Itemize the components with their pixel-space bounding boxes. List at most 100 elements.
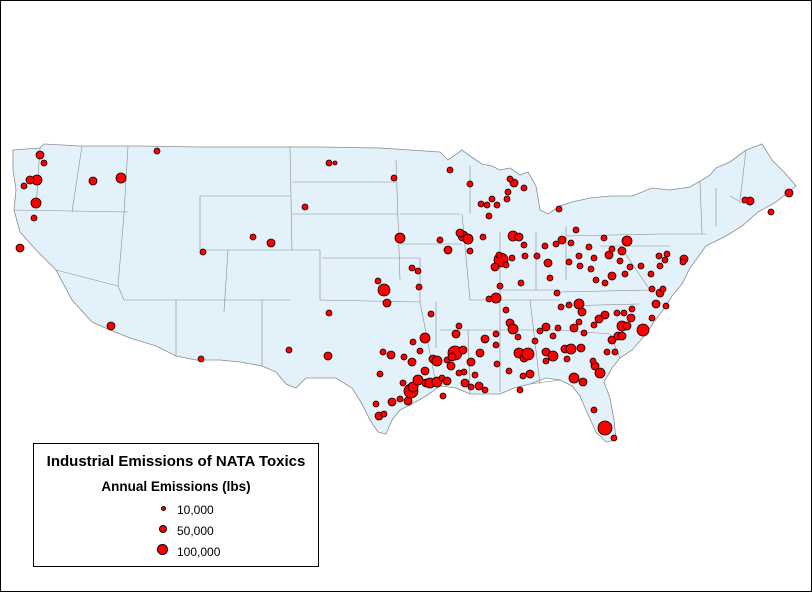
legend-subtitle: Annual Emissions (lbs)	[101, 479, 251, 494]
emission-site-marker	[521, 347, 535, 361]
emission-site-marker	[420, 366, 430, 376]
emission-site-marker	[462, 233, 474, 245]
emission-site-marker	[553, 289, 561, 297]
emission-site-marker	[479, 233, 487, 241]
emission-site-marker	[563, 355, 571, 363]
state-border-46	[699, 181, 703, 235]
emission-site-marker	[567, 239, 575, 247]
emission-site-marker	[610, 434, 618, 442]
legend-entry-small: 10,000	[34, 503, 318, 521]
emission-site-marker	[622, 321, 632, 331]
emission-site-marker	[507, 323, 519, 335]
emission-site-marker	[390, 174, 398, 182]
emission-site-marker	[554, 324, 562, 332]
state-border-4	[117, 213, 125, 287]
emission-site-marker	[485, 295, 493, 303]
legend-symbol-medium	[159, 525, 167, 533]
emission-site-marker	[488, 195, 496, 203]
state-border-41	[565, 233, 661, 237]
emission-site-marker	[285, 346, 293, 354]
emission-site-marker	[620, 309, 628, 317]
emission-site-marker	[661, 256, 669, 264]
emission-site-marker	[578, 377, 588, 387]
emission-site-marker	[40, 159, 48, 167]
emission-site-marker	[648, 285, 656, 293]
emission-site-marker	[439, 392, 447, 400]
emission-site-marker	[597, 420, 613, 436]
emission-site-marker	[557, 303, 565, 311]
emission-site-marker	[621, 270, 629, 278]
emission-site-marker	[784, 188, 794, 198]
state-border-11	[223, 249, 229, 313]
emission-site-marker	[458, 345, 468, 355]
state-border-28	[461, 213, 471, 301]
emission-site-marker	[443, 245, 453, 255]
emission-site-marker	[575, 318, 583, 326]
emission-site-marker	[590, 321, 598, 329]
legend-label-small: 10,000	[177, 503, 214, 517]
state-border-5	[55, 269, 119, 287]
emission-site-marker	[662, 302, 670, 310]
legend-symbol-small	[161, 506, 166, 511]
state-border-9	[289, 145, 293, 251]
emission-site-marker	[617, 246, 627, 256]
emission-site-marker	[387, 397, 397, 407]
emission-site-marker	[659, 285, 667, 293]
emission-site-marker	[431, 355, 443, 367]
emission-site-marker	[580, 329, 588, 337]
emission-site-marker	[663, 250, 671, 258]
emission-site-marker	[475, 348, 485, 358]
emission-site-marker	[648, 314, 656, 322]
emission-site-marker	[106, 321, 116, 331]
emission-site-marker	[15, 243, 25, 253]
emission-site-marker	[407, 357, 417, 367]
emission-site-marker	[517, 279, 525, 287]
emission-site-marker	[594, 367, 606, 379]
state-border-6	[117, 285, 125, 301]
emission-site-marker	[555, 205, 563, 213]
emission-site-marker	[573, 298, 585, 310]
emission-site-marker	[617, 331, 627, 341]
emission-site-marker	[503, 195, 511, 203]
emission-site-marker	[20, 182, 28, 190]
legend-entry-medium: 50,000	[34, 524, 318, 542]
state-border-20	[319, 299, 421, 303]
emission-site-marker	[585, 243, 593, 251]
emission-site-marker	[492, 330, 500, 338]
emission-site-marker	[546, 274, 554, 282]
emission-site-marker	[504, 188, 512, 196]
emission-site-marker	[587, 265, 595, 273]
legend-symbol-large	[157, 544, 168, 555]
emission-site-marker	[508, 254, 516, 262]
emission-site-marker	[394, 232, 406, 244]
emission-site-marker	[30, 197, 42, 209]
emission-site-marker	[380, 410, 388, 418]
emission-site-marker	[569, 323, 579, 333]
state-border-49	[739, 149, 747, 201]
state-border-2	[71, 145, 83, 213]
state-border-1	[13, 209, 129, 213]
emission-site-marker	[533, 252, 541, 260]
emission-site-marker	[197, 355, 205, 363]
emission-site-marker	[607, 335, 617, 345]
emission-site-marker	[455, 369, 463, 377]
emission-site-marker	[377, 283, 391, 297]
emission-site-marker	[626, 313, 636, 323]
emission-site-marker	[576, 343, 586, 353]
emission-site-marker	[485, 212, 493, 220]
emission-site-marker	[332, 160, 338, 166]
emission-site-marker	[414, 267, 422, 275]
emission-site-marker	[266, 238, 276, 248]
emission-site-marker	[590, 406, 598, 414]
emission-site-marker	[589, 357, 597, 365]
emission-site-marker	[30, 214, 38, 222]
emission-site-marker	[628, 305, 636, 313]
emission-site-marker	[565, 301, 573, 309]
emission-site-marker	[542, 357, 550, 365]
emission-site-marker	[575, 252, 583, 260]
emission-site-marker	[541, 242, 549, 250]
emission-sites	[15, 147, 794, 442]
emission-site-marker	[419, 332, 431, 344]
emission-site-marker	[455, 322, 463, 330]
